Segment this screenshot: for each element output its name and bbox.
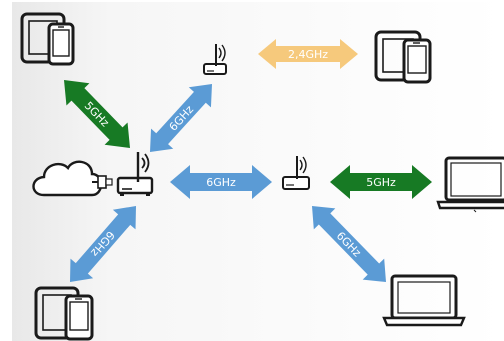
arrow-shape [149, 84, 213, 152]
arrow-shape [330, 165, 432, 199]
arrow-top-right-24ghz: 2,4GHz [258, 39, 358, 69]
router-icon-center [282, 156, 310, 190]
tablet-phone-icon-bottom-left [34, 286, 94, 341]
arrow-shape [311, 206, 387, 282]
arrow-shape [69, 206, 137, 282]
ethernet-plug-icon [92, 175, 113, 189]
arrow-shape [64, 79, 130, 149]
tablet-phone-icon-top-left [20, 12, 75, 66]
router-icon-main [116, 152, 154, 196]
laptop-icon-bottom-right [382, 274, 466, 327]
tablet-phone-icon-top-right [374, 30, 432, 84]
arrow-shape [258, 39, 358, 69]
router-icon-top [203, 44, 227, 75]
arrow-center-6ghz: 6GHz [170, 165, 272, 199]
arrow-label: 6GHz [206, 176, 236, 189]
laptop-icon-right [436, 156, 504, 213]
arrow-label: 5GHz [366, 176, 396, 189]
arrow-shape [170, 165, 272, 199]
arrow-right-5ghz: 5GHz [330, 165, 432, 199]
arrow-label: 2,4GHz [288, 48, 328, 61]
